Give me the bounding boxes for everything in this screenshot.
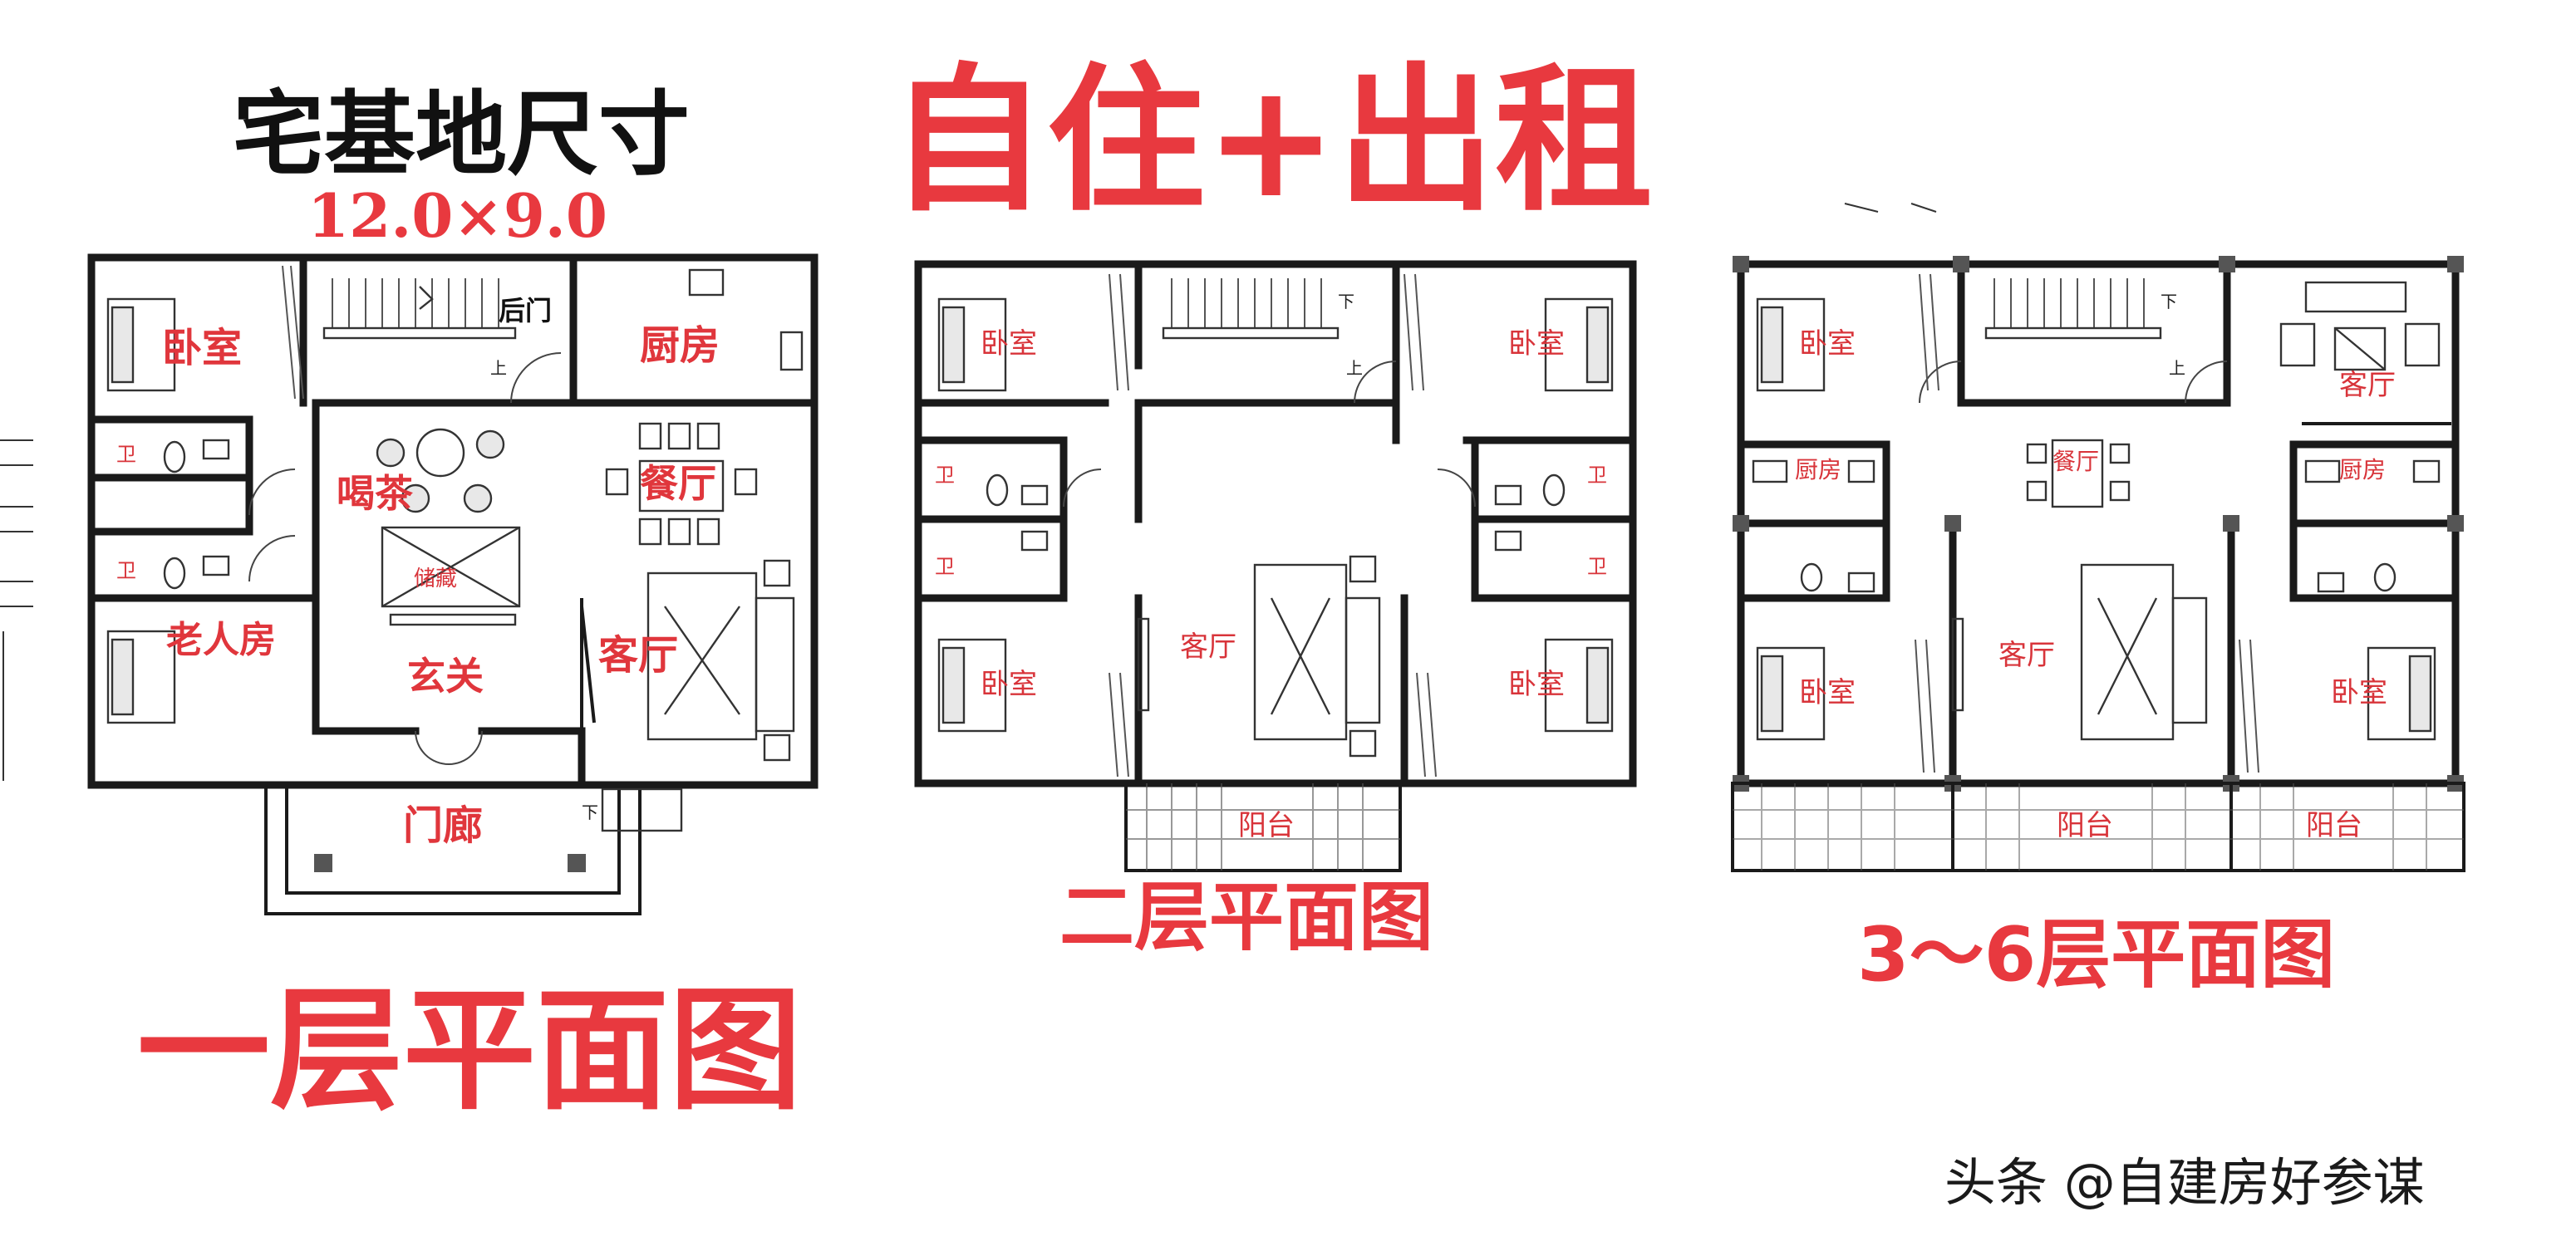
stair-up-label: 上 [2169, 358, 2185, 378]
room-bedroom-bl: 卧室 [981, 668, 1037, 701]
room-dining: 餐厅 [2052, 448, 2099, 475]
room-porch: 门廊 [403, 802, 483, 849]
room-bedroom-tr: 卧室 [1508, 327, 1565, 361]
room-living-c: 客厅 [1998, 639, 2055, 672]
room-tea: 喝茶 [337, 471, 414, 516]
room-living: 客厅 [1180, 630, 1236, 664]
room-bedroom-br: 卧室 [1508, 668, 1565, 701]
room-elder: 老人房 [166, 619, 276, 661]
room-balcony-r: 阳台 [2306, 809, 2362, 842]
room-bath-l2: 卫 [935, 555, 955, 578]
room-bedroom: 卧室 [162, 325, 242, 371]
room-bath-1: 卫 [116, 443, 136, 466]
room-dining: 餐厅 [640, 461, 716, 506]
room-foyer: 玄关 [407, 654, 484, 699]
plan-second-floor: 卧室 卧室 卧室 卧室 卫 卫 卫 卫 客厅 阳台 上 下 [914, 260, 1637, 872]
room-bedroom-bl: 卧室 [1799, 676, 1856, 709]
stair-up-label: 上 [1346, 358, 1363, 378]
room-bedroom-br: 卧室 [2331, 676, 2387, 709]
stair-down-label: 下 [1338, 292, 1354, 312]
site-size-title: 宅基地尺寸 [233, 81, 690, 188]
room-bath-r1: 卫 [1587, 464, 1607, 487]
room-balcony-l: 阳台 [2057, 809, 2113, 842]
room-kitchen: 厨房 [640, 322, 720, 369]
room-living-tr: 客厅 [2339, 369, 2396, 402]
caption-ground-floor: 一层平面图 [137, 973, 802, 1128]
site-size-value: 12.0×9.0 [307, 180, 607, 251]
stair-up-label: 上 [490, 358, 507, 378]
main-title: 自住+出租 [889, 49, 1653, 233]
room-living: 客厅 [598, 632, 678, 679]
room-bath-l1: 卫 [935, 464, 955, 487]
room-bedroom-tl: 卧室 [981, 327, 1037, 361]
room-bath-r2: 卫 [1587, 555, 1607, 578]
room-storage: 储藏 [414, 567, 457, 591]
room-kitchen-r: 厨房 [2339, 456, 2386, 483]
room-bedroom-tl: 卧室 [1799, 327, 1856, 361]
plan-upper-floors: 卧室 客厅 厨房 厨房 餐厅 卧室 客厅 卧室 阳台 阳台 上 下 [1731, 256, 2465, 872]
stair-down-label: 下 [2161, 292, 2177, 312]
caption-second-floor: 二层平面图 [1059, 874, 1433, 961]
stair-down-label: 下 [582, 802, 598, 822]
plan-ground-floor: 卧室 后门 厨房 卫 卫 喝茶 餐厅 储藏 老人房 玄关 客厅 门廊 上 下 [87, 253, 819, 915]
room-back-door: 后门 [499, 295, 552, 326]
watermark: 头条 @自建房好参谋 [1944, 1152, 2425, 1213]
caption-upper-floors: 3～6层平面图 [1857, 911, 2335, 998]
margin-marks [0, 203, 1937, 781]
room-kitchen-l: 厨房 [1795, 456, 1841, 483]
room-bath-2: 卫 [116, 559, 136, 582]
room-balcony: 阳台 [1238, 809, 1295, 842]
